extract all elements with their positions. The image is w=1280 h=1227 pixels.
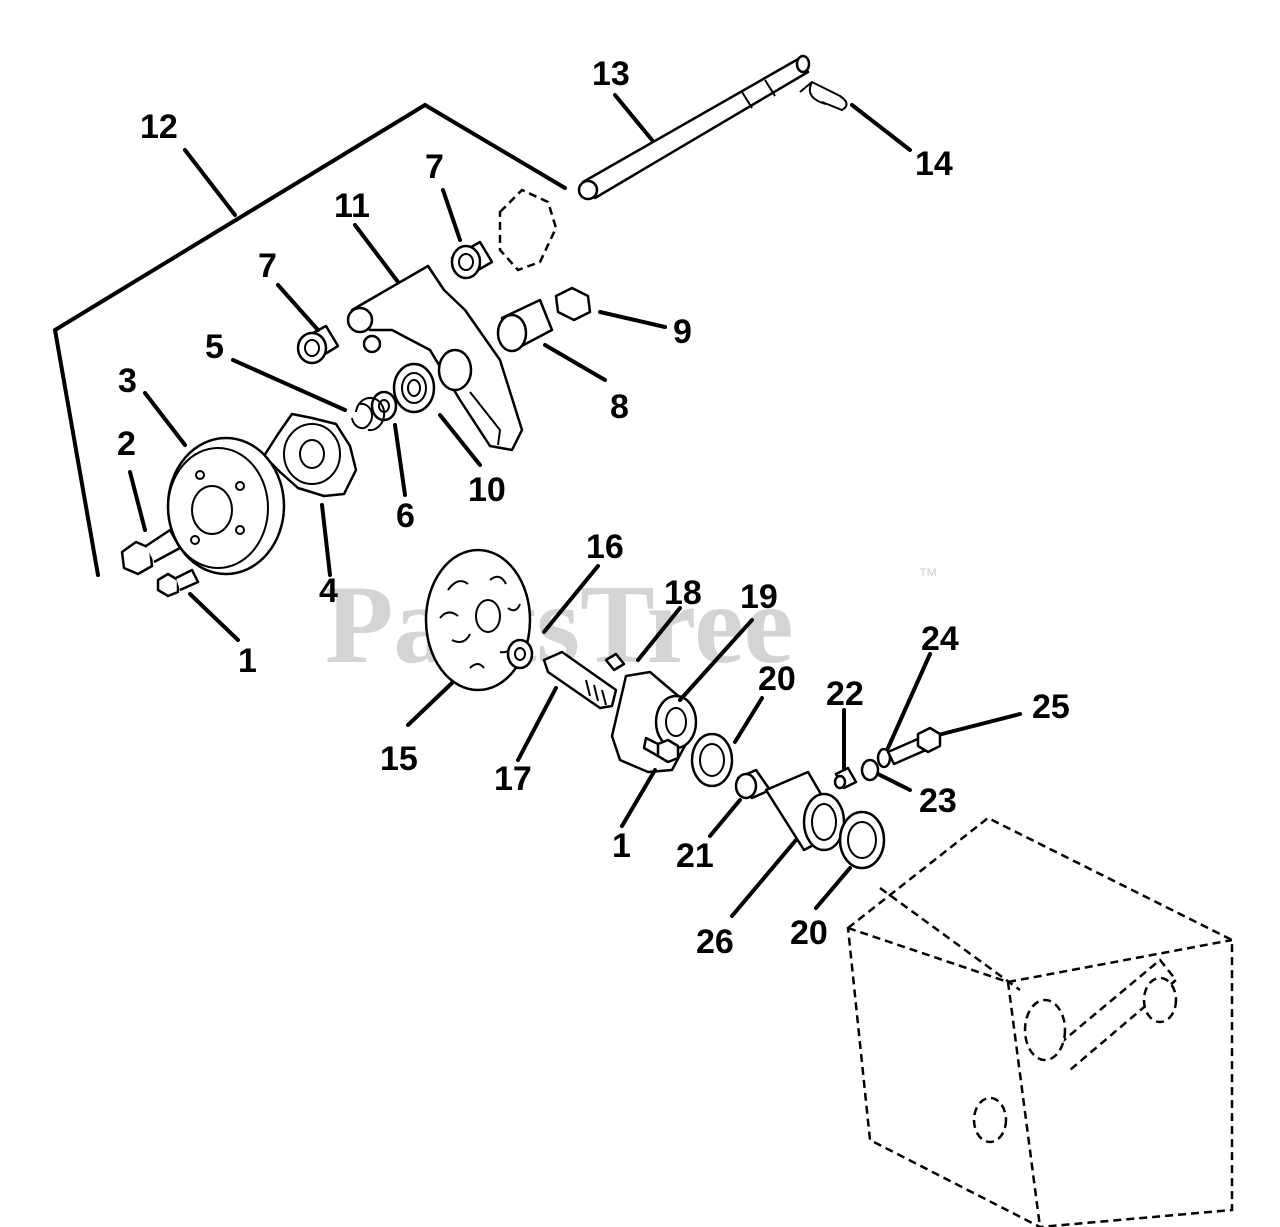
part-bearing-20-lower (838, 810, 886, 870)
callout-17: 17 (494, 760, 532, 798)
callout-4: 4 (319, 572, 338, 610)
leader-lines (128, 93, 1022, 918)
part-sleeve (734, 768, 772, 800)
part-bolt-upper (156, 568, 200, 598)
callout-13: 13 (592, 55, 630, 93)
part-hub (262, 412, 358, 498)
part-shaft (542, 650, 618, 710)
part-pin (833, 766, 858, 790)
part-washer-upper (370, 390, 398, 422)
callout-6: 6 (396, 497, 415, 535)
callout-16: 16 (586, 528, 624, 566)
callout-11: 11 (334, 187, 370, 225)
part-hairpin-clip (799, 80, 848, 112)
part-washer-lower (506, 638, 534, 670)
part-bolt-lower (642, 736, 680, 764)
part-key (604, 652, 626, 672)
part-pulley (166, 436, 286, 576)
watermark-trademark: ™ (918, 565, 938, 587)
callout-12: 12 (140, 108, 178, 146)
part-bushing-lower (296, 324, 340, 365)
callout-7-lower: 7 (258, 247, 277, 285)
callout-1-lower: 1 (612, 827, 631, 865)
part-nut (554, 286, 592, 322)
part-bolt-25 (886, 726, 942, 766)
callout-7-upper: 7 (425, 148, 444, 186)
assembly-bracket (52, 102, 567, 577)
callout-20-lower: 20 (790, 914, 828, 952)
callout-19: 19 (740, 578, 778, 616)
callout-18: 18 (664, 574, 702, 612)
part-washer-23 (860, 758, 880, 782)
callout-labels: 1 1 2 3 4 5 6 7 7 8 9 10 11 12 13 14 15 … (117, 55, 1070, 961)
part-plate-dashed (498, 188, 558, 272)
part-spacer (496, 298, 554, 353)
part-shoulder-bolt (120, 528, 182, 576)
callout-23: 23 (919, 782, 957, 820)
part-rod (577, 54, 811, 201)
part-impeller (424, 548, 532, 692)
callout-25: 25 (1032, 688, 1070, 726)
callout-26: 26 (696, 923, 734, 961)
callout-21: 21 (676, 837, 714, 875)
part-retaining-ring (351, 397, 385, 432)
part-arm (346, 264, 524, 452)
callout-22: 22 (826, 675, 864, 713)
callout-24: 24 (921, 620, 959, 658)
part-bearing-upper (392, 362, 436, 414)
callout-2: 2 (117, 425, 136, 463)
callout-15: 15 (380, 740, 418, 778)
callout-8: 8 (610, 388, 629, 426)
callout-3: 3 (118, 362, 137, 400)
auger-housing (846, 816, 1234, 1227)
callout-20-upper: 20 (758, 660, 796, 698)
callout-1-upper: 1 (238, 642, 257, 680)
part-spacer-tube (764, 770, 846, 852)
callout-9: 9 (673, 313, 692, 351)
part-bearing-20-upper (690, 732, 734, 788)
part-bearing-housing (610, 670, 698, 774)
callout-10: 10 (468, 471, 506, 509)
callout-5: 5 (205, 328, 224, 366)
callout-14: 14 (915, 145, 953, 183)
part-bushing-upper (450, 240, 494, 280)
